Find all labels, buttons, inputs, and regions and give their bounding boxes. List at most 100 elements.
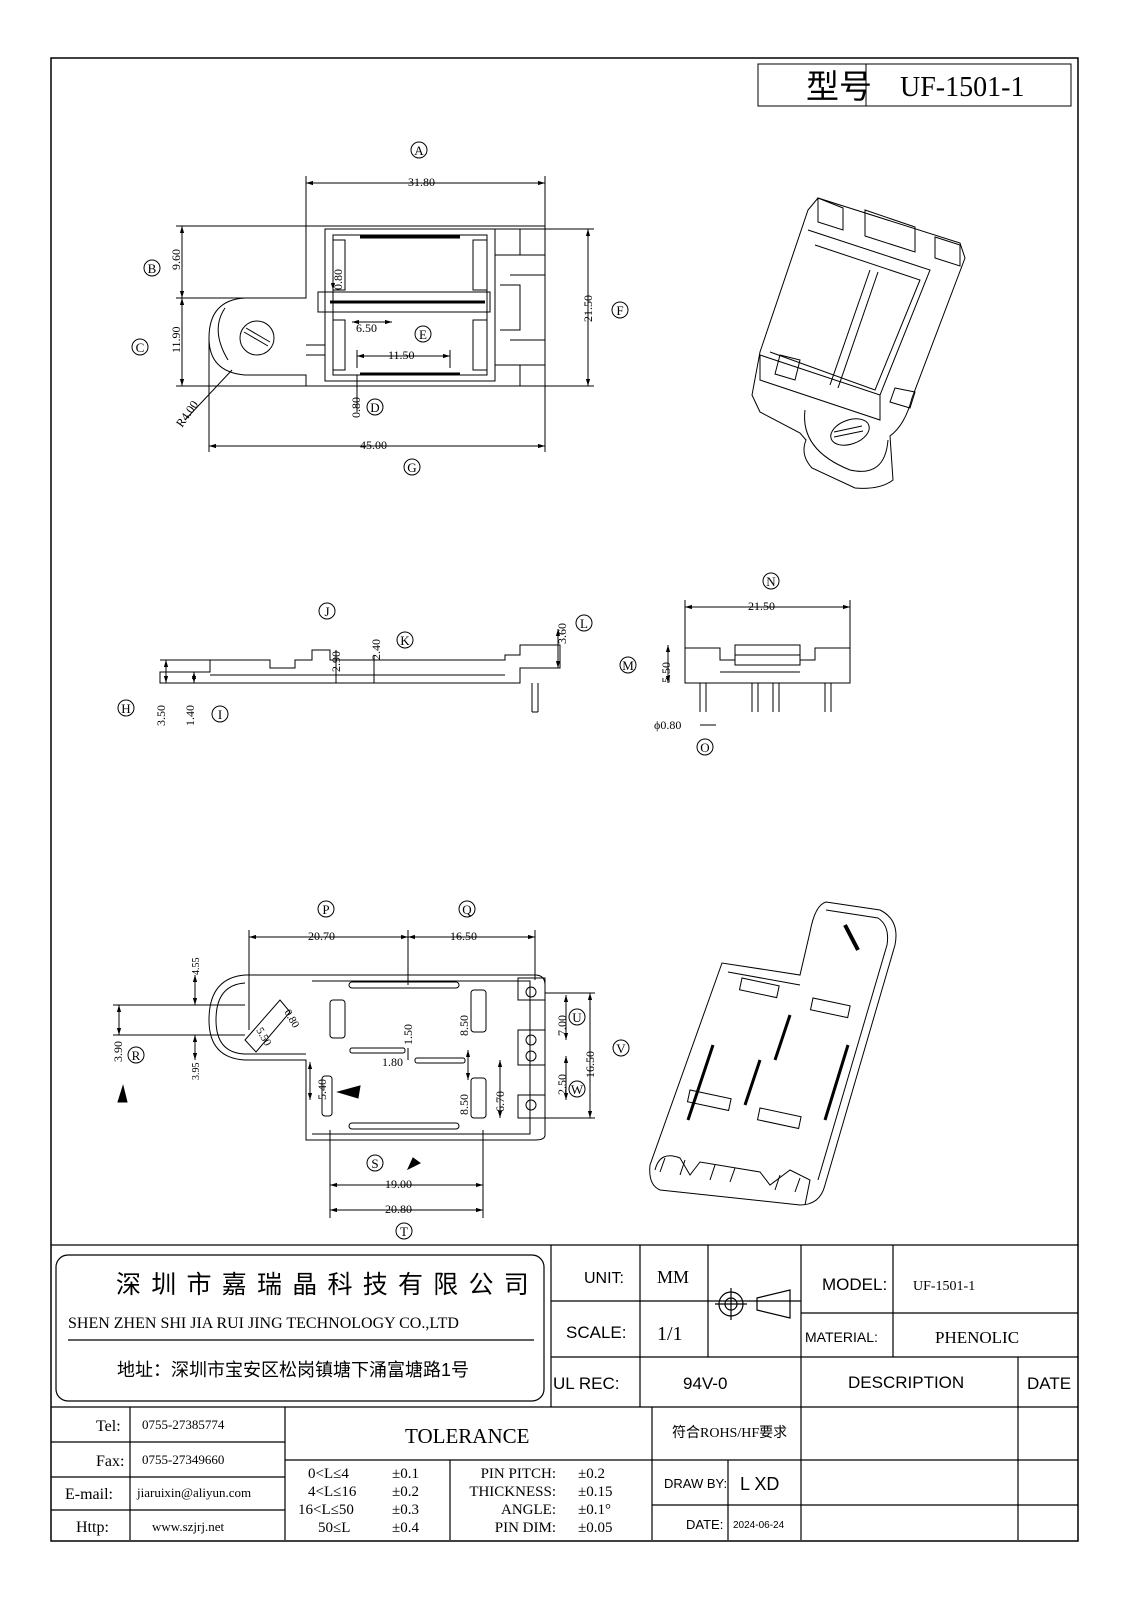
callout-a: A bbox=[410, 141, 428, 159]
model-value-small: UF-1501-1 bbox=[913, 1279, 975, 1294]
dim-height: 21.50 bbox=[581, 295, 595, 322]
dim-e-w: 6.50 bbox=[356, 321, 377, 335]
email-value[interactable]: jiaruixin@aliyun.com bbox=[136, 1485, 251, 1500]
callout-t: T bbox=[395, 1222, 413, 1240]
svg-text:T: T bbox=[400, 1224, 408, 1239]
dim-j: 2.90 bbox=[329, 651, 343, 672]
dim-h2: 8.50 bbox=[457, 1094, 471, 1115]
dim-width: 45.00 bbox=[360, 438, 387, 452]
ul-value: 94V-0 bbox=[683, 1374, 727, 1393]
dim-c2: 1.80 bbox=[382, 1055, 403, 1069]
dim-radius: R4.00 bbox=[173, 398, 201, 430]
callout-s: S bbox=[366, 1154, 384, 1172]
draw-by-value: L XD bbox=[740, 1474, 779, 1494]
svg-text:U: U bbox=[572, 1010, 582, 1025]
callout-m: M bbox=[619, 656, 637, 674]
company-address: 地址：深圳市宝安区松岗镇塘下涌富塘路1号 bbox=[117, 1360, 469, 1380]
fax-label: Fax: bbox=[96, 1453, 124, 1470]
svg-text:J: J bbox=[324, 604, 329, 619]
http-label: Http: bbox=[76, 1519, 109, 1536]
pin-pitch-label: PIN PITCH: bbox=[481, 1466, 556, 1482]
dim-v: 16.50 bbox=[583, 1051, 597, 1078]
callout-g: G bbox=[403, 458, 421, 476]
svg-text:A: A bbox=[414, 143, 424, 158]
tol-range-2: 4<L≤16 bbox=[308, 1484, 357, 1500]
callout-r: R bbox=[127, 1046, 145, 1064]
iso-view-top bbox=[751, 197, 966, 489]
callout-w: W bbox=[568, 1080, 586, 1098]
ul-label: UL REC: bbox=[553, 1374, 619, 1393]
callout-i: I bbox=[211, 705, 229, 723]
dim-w: 2.50 bbox=[555, 1074, 569, 1095]
svg-text:H: H bbox=[121, 701, 130, 716]
company-cn: 深 圳 市 嘉 瑞 晶 科 技 有 限 公 司 bbox=[116, 1271, 531, 1299]
tolerance-label: TOLERANCE bbox=[405, 1424, 529, 1448]
dim-top-4: 4.55 bbox=[191, 958, 202, 976]
fax-value: 0755-27349660 bbox=[142, 1452, 224, 1467]
front-view-dims bbox=[665, 600, 851, 726]
svg-text:N: N bbox=[766, 574, 776, 589]
tol-value-1: ±0.1 bbox=[392, 1466, 419, 1482]
scale-value: 1/1 bbox=[657, 1323, 683, 1345]
date-value: 2024-06-24 bbox=[733, 1520, 785, 1531]
svg-text:R: R bbox=[132, 1048, 141, 1063]
dim-p: 20.70 bbox=[308, 929, 335, 943]
callout-c: C bbox=[131, 338, 149, 356]
dim-k: 2.40 bbox=[369, 639, 383, 660]
svg-text:E: E bbox=[419, 327, 427, 342]
iso-view-bottom bbox=[649, 901, 897, 1206]
dim-h3: 6.70 bbox=[493, 1091, 507, 1112]
svg-text:M: M bbox=[622, 658, 634, 673]
callout-v: V bbox=[612, 1039, 630, 1057]
callout-k: K bbox=[396, 631, 414, 649]
pin-dim-value: ±0.05 bbox=[578, 1520, 612, 1536]
side-view-dims bbox=[160, 629, 561, 683]
thickness-label: THICKNESS: bbox=[469, 1484, 556, 1500]
callout-o: O bbox=[696, 738, 714, 756]
top-view bbox=[208, 225, 546, 387]
description-label: DESCRIPTION bbox=[848, 1373, 964, 1392]
dim-s: 19.00 bbox=[385, 1177, 412, 1191]
title-block bbox=[51, 1244, 1078, 1540]
date-small-label: DATE: bbox=[686, 1517, 723, 1532]
svg-text:V: V bbox=[616, 1041, 626, 1056]
rohs-note: 符合ROHS/HF要求 bbox=[672, 1425, 787, 1441]
svg-text:L: L bbox=[580, 616, 588, 631]
dim-c1: 1.50 bbox=[401, 1024, 415, 1045]
material-label: MATERIAL: bbox=[805, 1329, 878, 1345]
thickness-value: ±0.15 bbox=[578, 1484, 612, 1500]
dim-s2: 5.50 bbox=[253, 1026, 273, 1049]
model-label: 型号 bbox=[806, 70, 872, 106]
dim-n: 21.50 bbox=[748, 599, 775, 613]
callout-n: N bbox=[762, 572, 780, 590]
svg-text:O: O bbox=[700, 740, 709, 755]
dim-o: ϕ0.80 bbox=[654, 718, 681, 732]
dim-v1: 5.40 bbox=[315, 1079, 329, 1100]
tol-value-3: ±0.3 bbox=[392, 1502, 419, 1518]
callout-b: B bbox=[143, 259, 161, 277]
outer-frame bbox=[50, 57, 1079, 1542]
pin-pitch-value: ±0.2 bbox=[578, 1466, 605, 1482]
bottom-view-dims bbox=[113, 930, 595, 1218]
tel-label: Tel: bbox=[96, 1418, 121, 1435]
model-label-en: MODEL: bbox=[822, 1275, 887, 1294]
http-value[interactable]: www.szjrj.net bbox=[152, 1519, 224, 1534]
dim-d: 0.80 bbox=[349, 397, 363, 418]
callout-p: P bbox=[317, 900, 335, 918]
callout-j: J bbox=[318, 602, 336, 620]
svg-text:I: I bbox=[218, 707, 222, 722]
callout-d: D bbox=[366, 398, 384, 416]
dim-h1: 8.50 bbox=[457, 1015, 471, 1036]
dim-f-w: 11.50 bbox=[388, 348, 415, 362]
model-value: UF-1501-1 bbox=[900, 72, 1024, 103]
side-view bbox=[159, 644, 561, 713]
svg-text:B: B bbox=[148, 261, 157, 276]
svg-text:G: G bbox=[407, 460, 416, 475]
dim-b: 9.60 bbox=[169, 249, 183, 270]
tel-value: 0755-27385774 bbox=[142, 1417, 225, 1432]
unit-label: UNIT: bbox=[584, 1270, 624, 1287]
dim-u: 7.00 bbox=[555, 1015, 569, 1036]
company-en: SHEN ZHEN SHI JIA RUI JING TECHNOLOGY CO… bbox=[68, 1315, 459, 1332]
